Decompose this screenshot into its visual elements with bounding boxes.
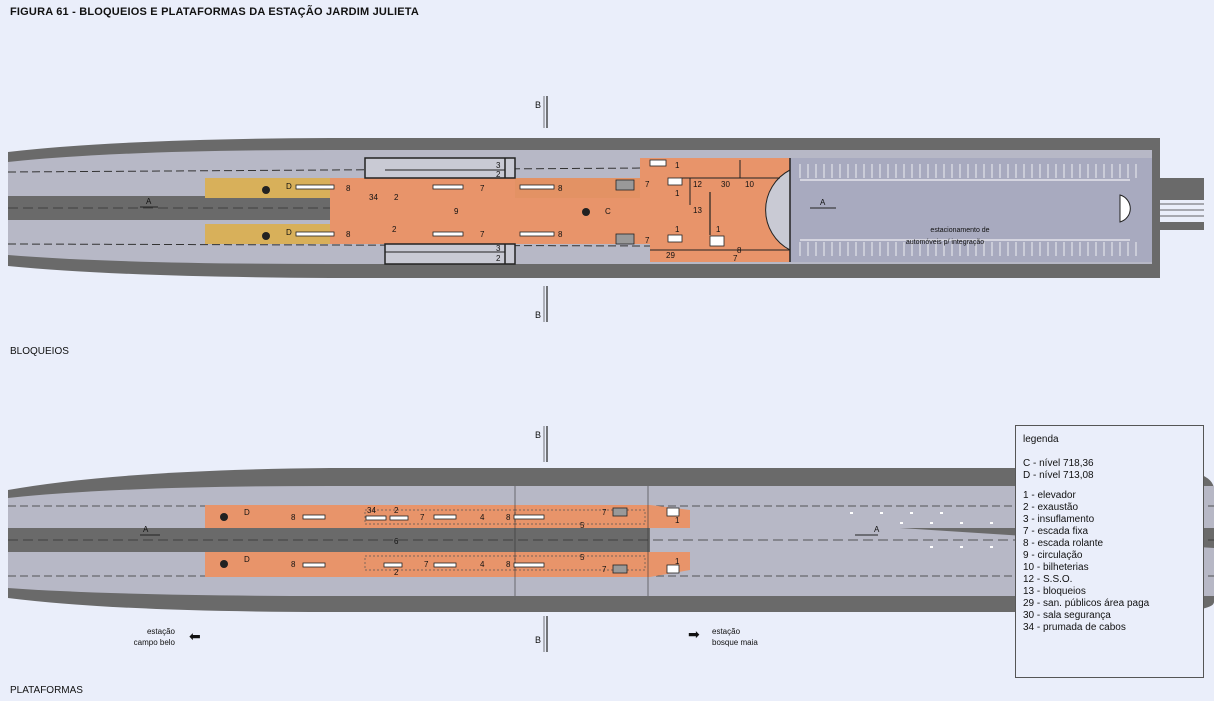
upper-n8-e: 8	[737, 246, 742, 255]
upper-stair-blocks	[295, 159, 725, 247]
lower-n8-a: 8	[291, 513, 296, 522]
lower-n8-c: 8	[506, 513, 511, 522]
upper-level-d-1: D	[286, 182, 292, 191]
lower-n8-d: 8	[506, 560, 511, 569]
a-mark-lower-left: A	[143, 525, 149, 534]
lower-n4-a: 4	[480, 513, 485, 522]
service-block-bottom	[384, 243, 516, 265]
legend-item: 7 - escada fixa	[1023, 526, 1089, 537]
b-mark-3: B	[535, 430, 541, 440]
arrow-left-icon: ⬅	[189, 628, 201, 644]
lower-n34: 34	[367, 506, 376, 515]
upper-n9: 9	[454, 207, 459, 216]
legend-level-c: C - nível 718,36	[1023, 458, 1094, 469]
upper-n2-a: 2	[394, 193, 399, 202]
upper-n8-d: 8	[558, 230, 563, 239]
platform-upper-south	[205, 224, 335, 244]
direction-right: estação bosque maia	[712, 626, 772, 648]
upper-n1-c: 1	[675, 225, 680, 234]
lower-n7-a: 7	[420, 513, 425, 522]
lower-n1-a: 1	[675, 516, 680, 525]
figure-title: FIGURA 61 - BLOQUEIOS E PLATAFORMAS DA E…	[10, 6, 420, 18]
legend-item: 1 - elevador	[1023, 490, 1076, 501]
legend-item: 30 - sala segurança	[1023, 610, 1111, 621]
platform-upper-north	[205, 178, 335, 198]
upper-n3-a: 3	[496, 161, 501, 170]
upper-n30: 30	[721, 180, 730, 189]
b-mark-4: B	[535, 635, 541, 645]
legend-item: 3 - insuflamento	[1023, 514, 1095, 525]
direction-left-line2: campo belo	[133, 638, 175, 647]
lower-n7-b: 7	[424, 560, 429, 569]
legend-title: legenda	[1023, 434, 1059, 445]
lower-n7-d: 7	[602, 565, 607, 574]
upper-n3-b: 3	[496, 244, 501, 253]
legend-item: 2 - exaustão	[1023, 502, 1079, 513]
upper-n1-b: 1	[675, 189, 680, 198]
parking-label-1: estacionamento de	[930, 227, 989, 234]
upper-plan	[7, 96, 1204, 322]
a-mark-upper-left: A	[146, 197, 152, 206]
upper-n13: 13	[693, 206, 702, 215]
lower-level-d-1: D	[244, 508, 250, 517]
upper-n2-d: 2	[496, 170, 501, 179]
service-block-top	[364, 157, 516, 179]
upper-n7-b: 7	[480, 230, 485, 239]
lower-n2-b: 2	[394, 568, 399, 577]
upper-n7-d: 7	[645, 236, 650, 245]
upper-n34: 34	[369, 193, 378, 202]
legend-item: 9 - circulação	[1023, 550, 1083, 561]
legend-item: 13 - bloqueios	[1023, 586, 1086, 597]
lower-n2-a: 2	[394, 506, 399, 515]
upper-level-c: C	[605, 207, 611, 216]
lower-stair-blocks	[302, 507, 680, 574]
legend-item: 10 - bilheterias	[1023, 562, 1089, 573]
upper-level-d-2: D	[286, 228, 292, 237]
upper-n7-c: 7	[645, 180, 650, 189]
lower-n5-b: 5	[580, 553, 585, 562]
upper-n29: 29	[666, 251, 675, 260]
upper-n7-a: 7	[480, 184, 485, 193]
upper-n10: 10	[745, 180, 754, 189]
upper-n1-a: 1	[675, 161, 680, 170]
section-label-plataformas: PLATAFORMAS	[10, 685, 83, 696]
a-mark-lower-right: A	[874, 525, 880, 534]
lower-n1-b: 1	[675, 557, 680, 566]
upper-n2-c: 2	[496, 254, 501, 263]
upper-n8-c: 8	[558, 184, 563, 193]
arrow-right-icon: ➡	[688, 626, 700, 642]
upper-n1-d: 1	[716, 225, 721, 234]
direction-left: estação campo belo	[120, 626, 175, 648]
level-symbols-upper	[262, 186, 590, 240]
upper-n7-e: 7	[733, 254, 738, 263]
lower-n4-b: 4	[480, 560, 485, 569]
legend-box: legenda C - nível 718,36 D - nível 713,0…	[1015, 425, 1204, 678]
upper-n12: 12	[693, 180, 702, 189]
a-mark-upper-right: A	[820, 198, 826, 207]
lower-n5-a: 5	[580, 521, 585, 530]
lower-plan	[8, 426, 1214, 652]
lower-n8-b: 8	[291, 560, 296, 569]
legend-item: 34 - prumada de cabos	[1023, 622, 1126, 633]
direction-right-line1: estação	[712, 627, 741, 636]
lower-n6: 6	[394, 537, 399, 546]
legend-item: 8 - escada rolante	[1023, 538, 1104, 549]
upper-n2-b: 2	[392, 225, 397, 234]
legend-level-d: D - nível 713,08	[1023, 470, 1094, 481]
b-mark-1: B	[535, 100, 541, 110]
lower-n7-c: 7	[602, 508, 607, 517]
upper-n8-b: 8	[346, 230, 351, 239]
direction-right-line2: bosque maia	[712, 638, 758, 647]
parking-stalls	[800, 179, 1130, 241]
legend-item: 29 - san. públicos área paga	[1023, 598, 1150, 609]
direction-left-line1: estação	[146, 627, 175, 636]
b-mark-2: B	[535, 310, 541, 320]
lower-level-d-2: D	[244, 555, 250, 564]
parking-label-2: automóveis p/ integração	[906, 239, 984, 246]
legend-item: 12 - S.S.O.	[1023, 574, 1073, 585]
upper-n8-a: 8	[346, 184, 351, 193]
parking-area	[790, 158, 1152, 262]
section-label-bloqueios: BLOQUEIOS	[10, 346, 69, 357]
